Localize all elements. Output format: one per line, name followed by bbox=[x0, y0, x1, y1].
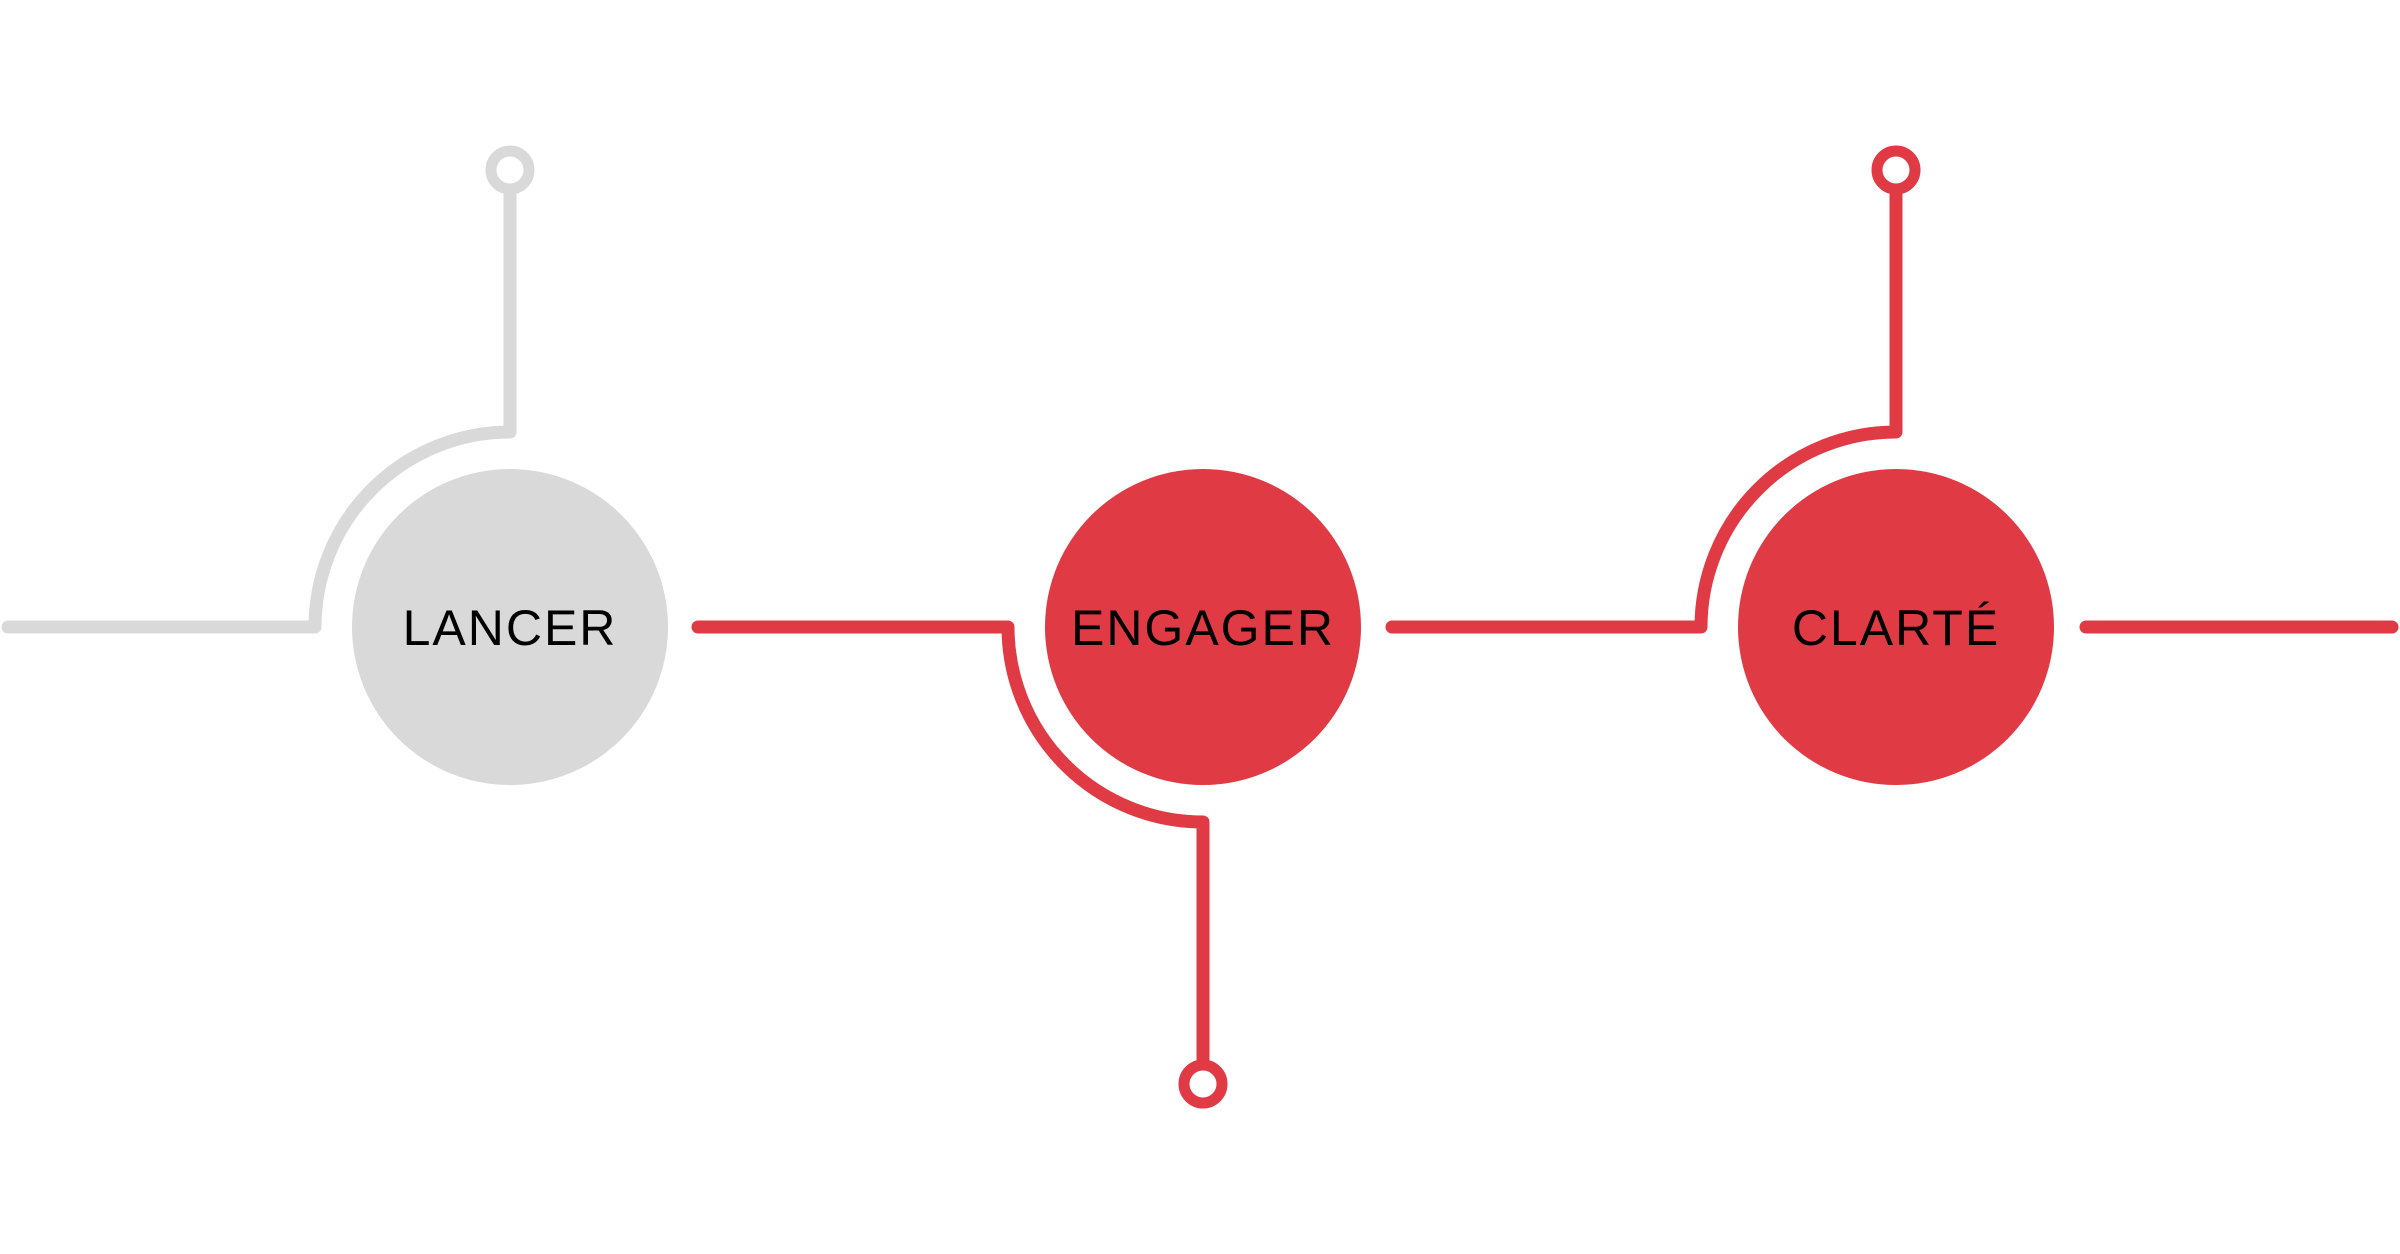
end-marker-ring bbox=[485, 145, 535, 195]
connector-line-middle bbox=[691, 620, 1210, 1071]
step-label-engager: ENGAGER bbox=[1071, 600, 1335, 656]
step-1-group: LANCER bbox=[1, 145, 668, 785]
end-marker-ring bbox=[1871, 145, 1921, 195]
step-label-clarte: CLARTÉ bbox=[1792, 600, 2000, 656]
step-3-group[interactable]: CLARTÉ bbox=[1385, 145, 2399, 785]
step-node-lancer bbox=[352, 469, 668, 785]
step-node-clarte[interactable] bbox=[1738, 469, 2054, 785]
step-2-group[interactable]: ENGAGER bbox=[691, 469, 1361, 1109]
step-node-engager[interactable] bbox=[1045, 469, 1361, 785]
connector-line-left bbox=[1, 183, 517, 634]
step-label-lancer: LANCER bbox=[403, 600, 618, 656]
end-marker-ring bbox=[1178, 1059, 1228, 1109]
connector-line-right bbox=[1385, 183, 1903, 634]
